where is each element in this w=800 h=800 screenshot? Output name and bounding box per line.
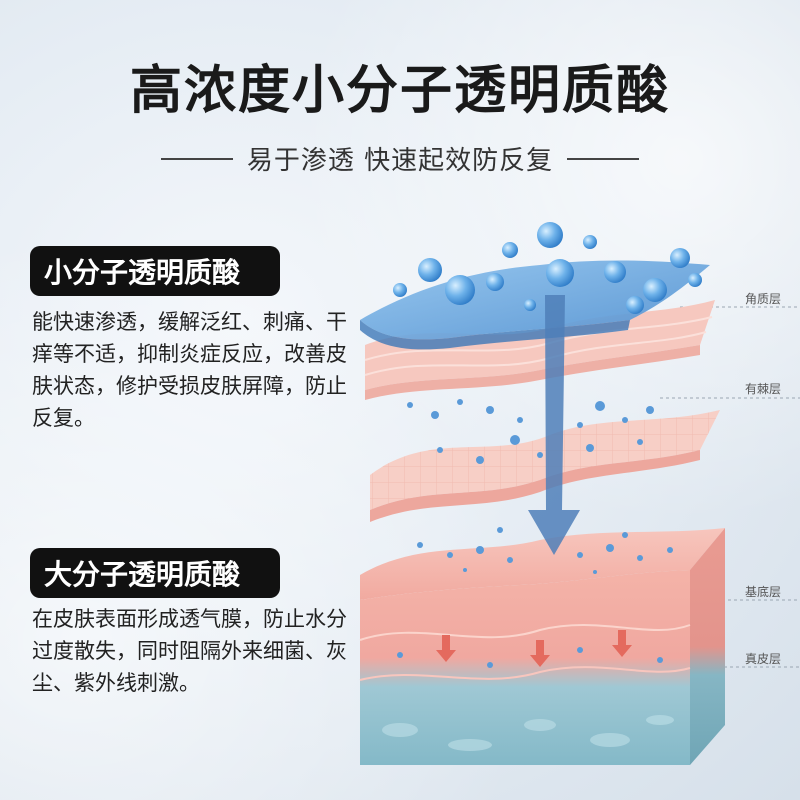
large-molecule-heading: 大分子透明质酸: [30, 548, 280, 598]
large-molecules: [393, 222, 702, 314]
subtitle-left-rule: [160, 157, 233, 160]
page-title: 高浓度小分子透明质酸: [129, 61, 670, 121]
label-spinous-layer: 有棘层: [745, 382, 782, 396]
skin-layers-diagram: 角质层 有棘层 基底层 真皮层: [340, 210, 800, 790]
penetration-arrow: [528, 295, 580, 555]
page-subtitle: 易于渗透 快速起效防反复: [246, 146, 554, 176]
subtitle-right-rule: [567, 157, 640, 160]
label-stratum-corneum: 角质层: [745, 292, 782, 306]
large-molecule-description: 在皮肤表面形成透气膜，防止水分过度散失，同时阻隔外来细菌、灰尘、紫外线刺激。: [32, 607, 347, 695]
label-dermis: 真皮层: [745, 652, 782, 666]
label-basal-layer: 基底层: [745, 585, 782, 599]
skin-layers-illustration: [359, 222, 800, 765]
small-molecule-description: 能快速渗透，缓解泛红、刺痛、干痒等不适，抑制炎症反应，改善皮肤状态，修护受损皮肤…: [32, 310, 347, 430]
small-molecule-heading: 小分子透明质酸: [30, 246, 280, 296]
spinous-layer: [370, 410, 720, 522]
subtitle-row: 易于渗透 快速起效防反复: [0, 140, 800, 177]
small-molecules: [397, 399, 673, 668]
skin-block: [359, 528, 725, 765]
